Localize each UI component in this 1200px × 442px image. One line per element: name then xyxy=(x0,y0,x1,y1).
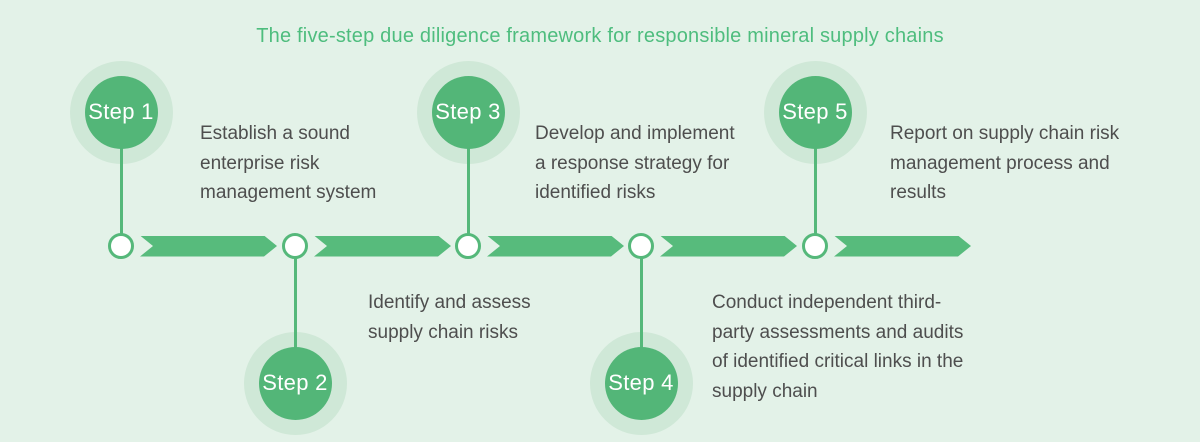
timeline-node-2 xyxy=(282,233,308,259)
step-5-label: Step 5 xyxy=(782,99,848,124)
step-3-description: Develop and implement a response strateg… xyxy=(535,119,735,208)
step-1-description: Establish a sound enterprise risk manage… xyxy=(200,119,376,208)
timeline-node-3 xyxy=(455,233,481,259)
step-3-description-line: a response strategy for xyxy=(535,152,730,174)
timeline-arrow-4 xyxy=(660,236,797,257)
step-4-description-line: Conduct independent third- xyxy=(712,292,942,313)
step-3-connector-line xyxy=(466,112,470,235)
timeline-arrow-2 xyxy=(314,236,451,257)
timeline-arrow-1 xyxy=(140,236,277,257)
step-5-connector-line xyxy=(813,112,817,235)
step-3-description-line: Develop and implement xyxy=(535,123,735,144)
step-4-circle: Step 4 xyxy=(604,346,678,420)
step-2-circle: Step 2 xyxy=(258,346,332,420)
step-2-description-line: Identify and assess xyxy=(368,292,531,313)
timeline-node-1 xyxy=(108,233,134,259)
step-2-description: Identify and assess supply chain risks xyxy=(368,288,531,347)
step-5-description-line: Report on supply chain risk xyxy=(890,123,1120,144)
timeline-arrow-5 xyxy=(834,236,971,257)
step-2-description-line: supply chain risks xyxy=(368,321,518,343)
step-1-description-line: enterprise risk xyxy=(200,152,320,174)
timeline-node-4 xyxy=(628,233,654,259)
step-5-circle: Step 5 xyxy=(778,75,852,149)
step-1-description-line: Establish a sound xyxy=(200,123,350,144)
step-4-label: Step 4 xyxy=(608,370,674,395)
step-5-description-line: results xyxy=(890,182,946,203)
step-1-connector-line xyxy=(119,112,123,235)
step-4-connector-line xyxy=(639,258,643,383)
step-1-circle: Step 1 xyxy=(84,75,158,149)
step-1-label: Step 1 xyxy=(88,99,154,124)
step-4-description-line: supply chain xyxy=(712,380,818,402)
step-3-circle: Step 3 xyxy=(431,75,505,149)
step-2-connector-line xyxy=(293,258,297,383)
step-4-description-line: party assessments and audits xyxy=(712,321,964,343)
timeline-arrow-3 xyxy=(487,236,624,257)
step-3-description-line: identified risks xyxy=(535,182,656,203)
step-5-description-line: management process and xyxy=(890,152,1110,174)
step-4-description: Conduct independent third- party assessm… xyxy=(712,288,963,406)
step-2-label: Step 2 xyxy=(262,370,328,395)
diagram-title: The five-step due diligence framework fo… xyxy=(256,25,944,47)
step-4-description-line: of identified critical links in the xyxy=(712,351,964,372)
step-3-label: Step 3 xyxy=(435,99,501,124)
step-5-description: Report on supply chain risk management p… xyxy=(890,119,1119,208)
step-1-description-line: management system xyxy=(200,182,377,203)
timeline-node-5 xyxy=(802,233,828,259)
